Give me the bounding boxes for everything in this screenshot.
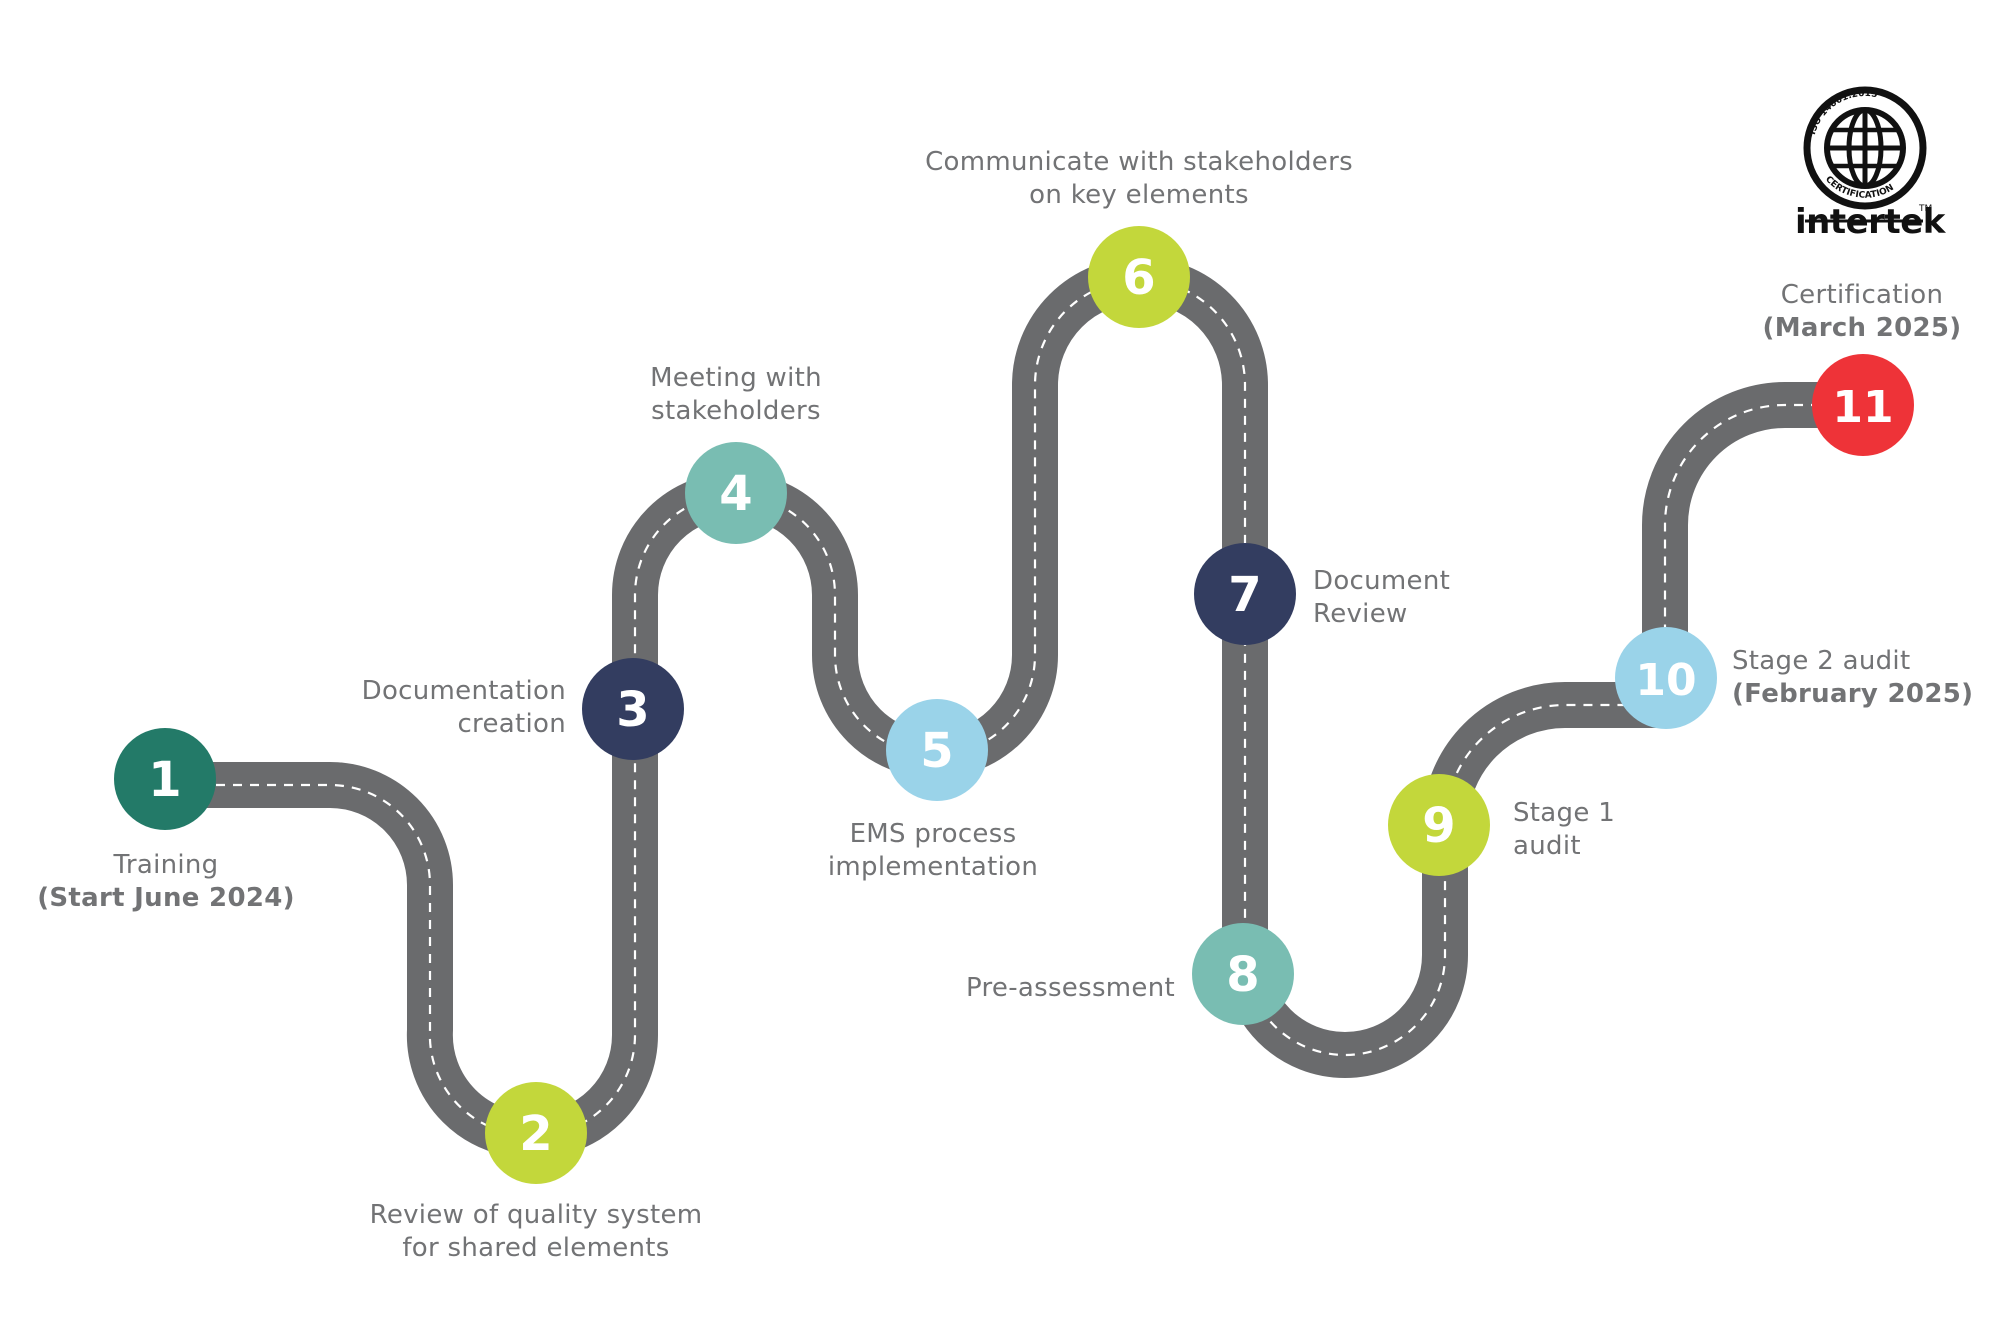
step-7-marker: 7	[1194, 543, 1296, 645]
step-10-number: 10	[1635, 655, 1696, 706]
step-8-marker: 8	[1192, 923, 1294, 1025]
step-5-circle	[886, 699, 988, 801]
step-3-label: Documentation creation	[361, 676, 566, 739]
step-6-label: Communicate with stakeholders on key ele…	[925, 147, 1353, 210]
step-4-circle	[685, 442, 787, 544]
step-4-number: 4	[719, 466, 752, 522]
step-7-number: 7	[1228, 567, 1261, 623]
step-9-label: Stage 1 audit	[1513, 798, 1616, 861]
step-9-marker: 9	[1388, 774, 1490, 876]
step-2-label: Review of quality system for shared elem…	[369, 1200, 703, 1263]
step-1-number: 1	[148, 752, 181, 808]
step-10-circle	[1615, 627, 1717, 729]
step-3-number: 3	[616, 682, 649, 738]
step-7-label: Document Review	[1313, 566, 1451, 629]
step-2-marker: 2	[485, 1082, 587, 1184]
intertek-wordmark: intertek	[1795, 202, 1945, 242]
logo-trademark: TM	[1918, 204, 1932, 214]
step-5-marker: 5	[886, 699, 988, 801]
step-11-label: Certification (March 2025)	[1762, 280, 1962, 343]
step-5-label: EMS process implementation	[827, 819, 1039, 882]
step-9-circle	[1388, 774, 1490, 876]
globe-icon	[1824, 107, 1906, 189]
step-6-circle	[1088, 226, 1190, 328]
step-8-label: Pre-assessment	[965, 973, 1175, 1003]
step-8-number: 8	[1226, 947, 1259, 1003]
step-4-marker: 4	[685, 442, 787, 544]
step-5-number: 5	[920, 723, 953, 779]
step-11-circle	[1812, 354, 1914, 456]
step-2-circle	[485, 1082, 587, 1184]
step-6-number: 6	[1122, 250, 1155, 306]
step-11-number: 11	[1832, 382, 1893, 433]
step-1-marker: 1	[114, 728, 216, 830]
step-8-circle	[1192, 923, 1294, 1025]
step-11-marker: 11	[1812, 354, 1914, 456]
step-2-number: 2	[519, 1106, 552, 1162]
step-9-number: 9	[1422, 798, 1455, 854]
step-3-marker: 3	[582, 658, 684, 760]
step-4-label: Meeting with stakeholders	[650, 363, 822, 426]
intertek-iso-logo: ISO 14001:2015 CERTIFICATION TM	[1803, 86, 1932, 223]
step-1-circle	[114, 728, 216, 830]
step-3-circle	[582, 658, 684, 760]
step-1-label: Training (Start June 2024)	[37, 850, 295, 913]
step-6-marker: 6	[1088, 226, 1190, 328]
step-10-marker: 10	[1615, 627, 1717, 729]
step-7-circle	[1194, 543, 1296, 645]
step-10-label: Stage 2 audit (February 2025)	[1732, 646, 1974, 709]
